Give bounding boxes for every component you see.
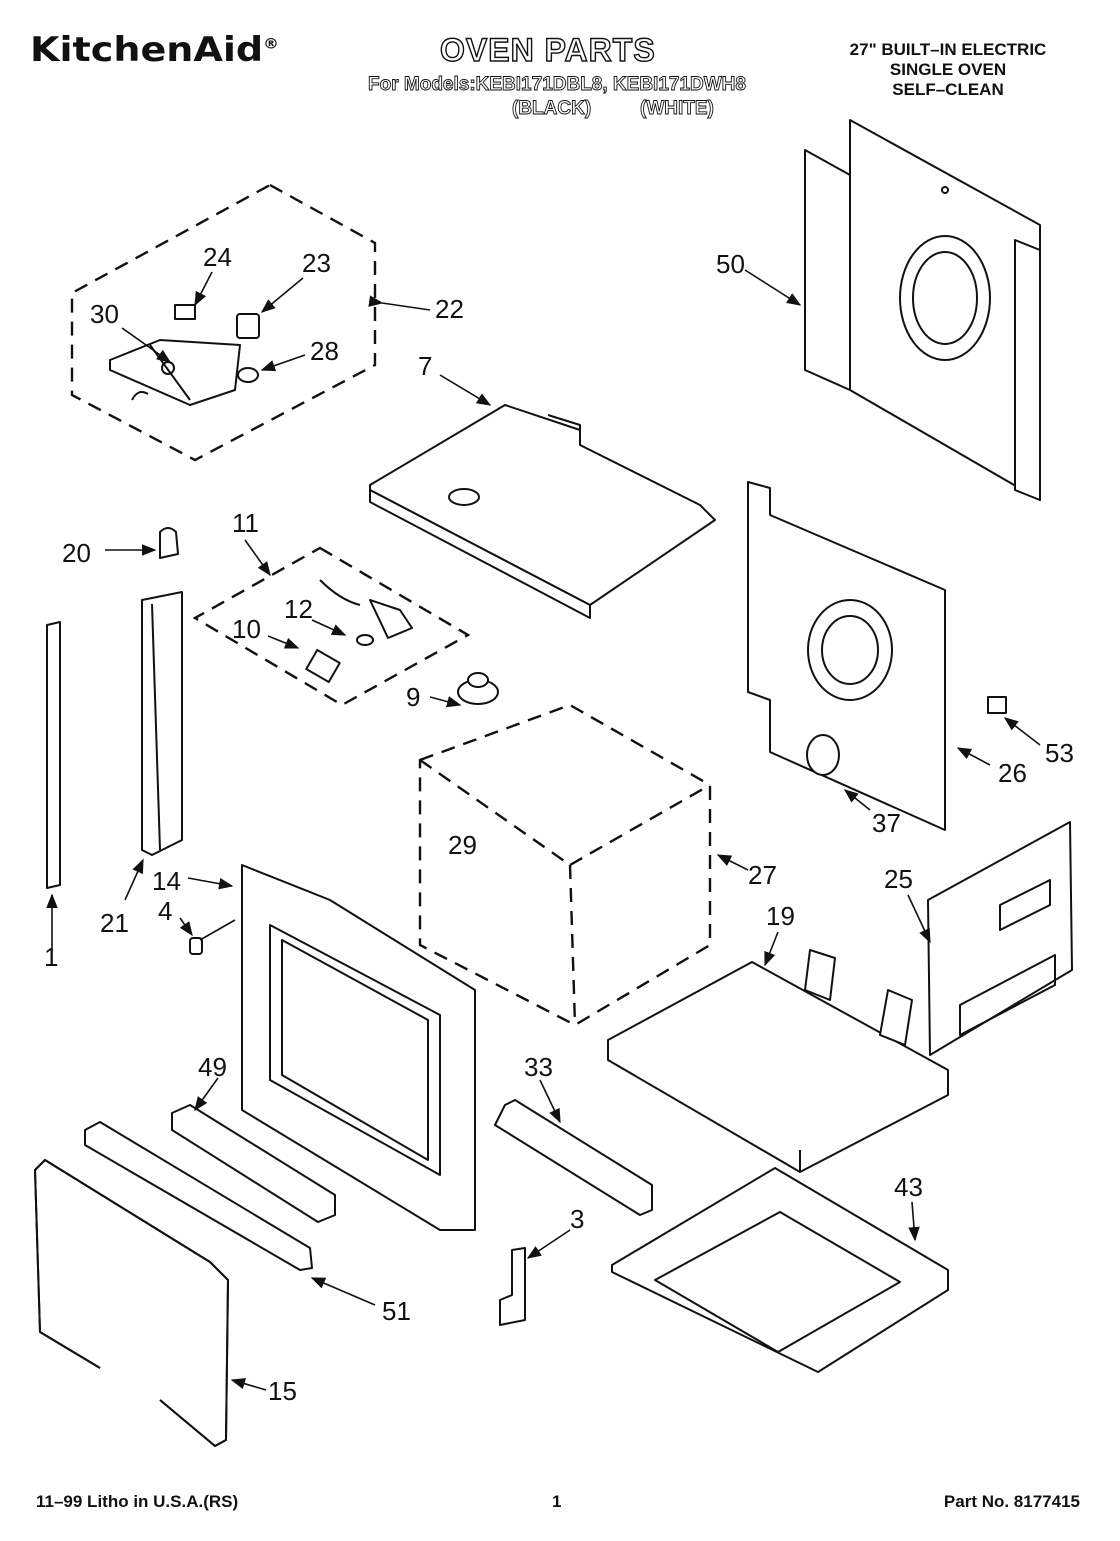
callout-29: 29 — [448, 830, 477, 860]
trim-brackets — [84, 1099, 653, 1326]
callout-25: 25 — [884, 864, 913, 894]
callout-24: 24 — [203, 242, 232, 272]
rear-frame-panel — [747, 481, 1007, 831]
callout-37: 37 — [872, 808, 901, 838]
brand-logo: KitchenAid® — [30, 30, 279, 70]
callout-19: 19 — [766, 901, 795, 931]
callout-14: 14 — [152, 866, 181, 896]
front-frame — [189, 864, 476, 1231]
variant-white: (WHITE) — [640, 98, 715, 120]
callout-33: 33 — [524, 1052, 553, 1082]
callout-labels: 22 24 23 30 28 50 7 20 11 12 10 9 53 26 … — [44, 242, 1074, 1406]
callout-1: 1 — [44, 942, 58, 972]
callout-12: 12 — [284, 594, 313, 624]
callout-43: 43 — [894, 1172, 923, 1202]
bottom-panel — [607, 949, 949, 1173]
callout-28: 28 — [310, 336, 339, 366]
callout-20: 20 — [62, 538, 91, 568]
callout-10: 10 — [232, 614, 261, 644]
callout-50: 50 — [716, 249, 745, 279]
oven-liner — [418, 672, 712, 1027]
spec-line-2: SINGLE OVEN — [889, 60, 1007, 79]
callout-4: 4 — [158, 896, 172, 926]
top-panel — [369, 404, 716, 619]
bottom-tray — [611, 1167, 949, 1373]
footer-litho: 11–99 Litho in U.S.A.(RS) — [36, 1492, 239, 1511]
callout-26: 26 — [998, 758, 1027, 788]
callout-30: 30 — [90, 299, 119, 329]
callout-21: 21 — [100, 908, 129, 938]
footer-part-number: Part No. 8177415 — [943, 1492, 1080, 1511]
callout-7: 7 — [418, 351, 432, 381]
callout-9: 9 — [406, 682, 420, 712]
callout-22: 22 — [435, 294, 464, 324]
callout-23: 23 — [302, 248, 331, 278]
callout-15: 15 — [268, 1376, 297, 1406]
callout-49: 49 — [198, 1052, 227, 1082]
callout-27: 27 — [748, 860, 777, 890]
control-bracket-assembly — [70, 183, 377, 462]
callout-53: 53 — [1045, 738, 1074, 768]
callout-3: 3 — [570, 1204, 584, 1234]
light-switch-kit — [192, 546, 471, 707]
footer-page-number: 1 — [552, 1492, 562, 1511]
spec-line-1: 27" BUILT–IN ELECTRIC — [849, 40, 1047, 59]
leader-lines — [46, 269, 1041, 1391]
spec-line-3: SELF–CLEAN — [892, 80, 1004, 99]
page-title: OVEN PARTS — [439, 31, 656, 68]
variant-black: (BLACK) — [512, 98, 592, 120]
door-gasket — [34, 1159, 229, 1447]
side-trim-parts — [46, 527, 183, 889]
callout-11: 11 — [232, 508, 259, 538]
model-numbers: For Models:KEBI171DBL8, KEBI171DWH8 — [368, 74, 747, 96]
rear-panel — [804, 119, 1041, 501]
callout-51: 51 — [382, 1296, 411, 1326]
side-panel — [927, 821, 1073, 1056]
